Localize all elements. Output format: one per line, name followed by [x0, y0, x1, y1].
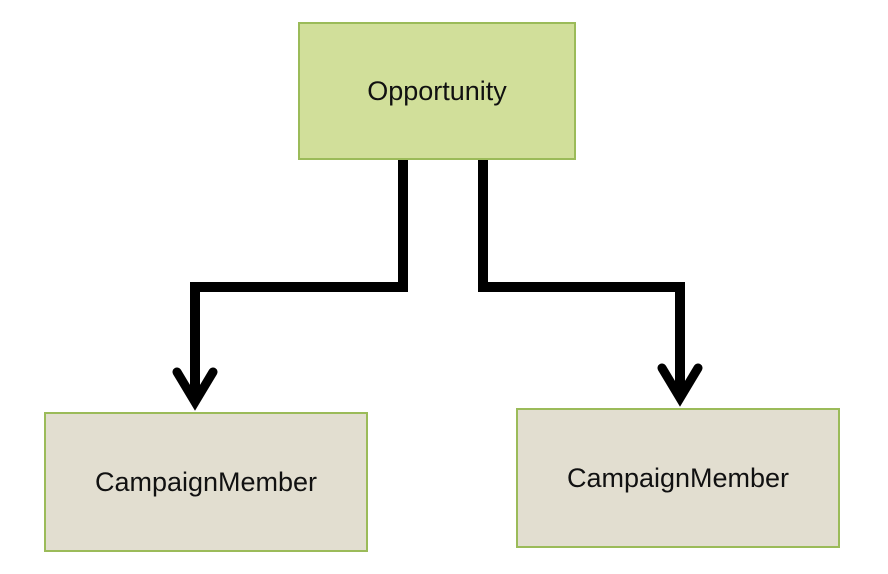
opportunity-node: Opportunity	[298, 22, 576, 160]
connector-opportunity-to-left	[190, 160, 408, 400]
connector-opportunity-to-right	[478, 160, 685, 396]
arrowhead-left	[172, 367, 218, 411]
campaign-member-left-node: CampaignMember	[44, 412, 368, 552]
campaign-member-right-node: CampaignMember	[516, 408, 840, 548]
arrowhead-right	[657, 363, 703, 407]
